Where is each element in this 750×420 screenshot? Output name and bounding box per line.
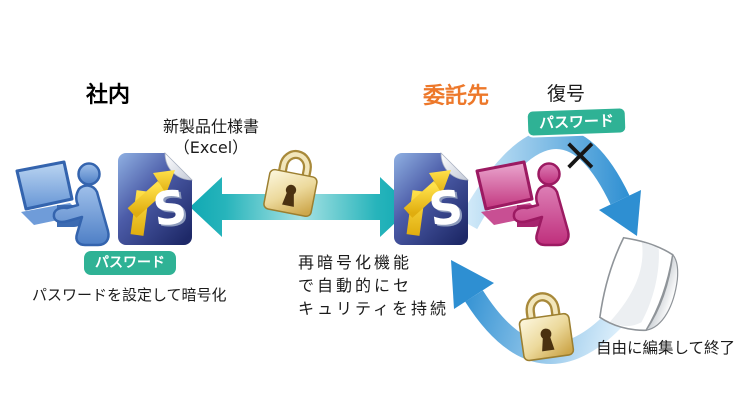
password-badge-left: パスワード: [84, 251, 176, 275]
file-label-line1: 新製品仕様書: [162, 117, 259, 136]
person-body: [52, 184, 110, 247]
folded-corner: [440, 152, 469, 181]
employee-at-laptop-icon: [15, 160, 110, 247]
laptop-screen: [475, 160, 534, 211]
person-head: [77, 162, 101, 186]
file-label: 新製品仕様書 （Excel）: [150, 116, 272, 158]
file-label-line2: （Excel）: [173, 138, 249, 157]
ts-encrypted-document-icon-left: S S: [118, 152, 193, 245]
right-heading: 委託先: [423, 84, 490, 109]
padlock-bottom-icon: [516, 293, 574, 361]
person-body: [512, 184, 570, 247]
curled-corner: [644, 253, 679, 332]
reencrypt-caption: 再暗号化機能 で自動的にセ キュリティを持続: [298, 251, 449, 320]
ts-encrypted-document-icon-right: S S: [394, 152, 469, 245]
decrypt-label: 復号: [547, 83, 586, 105]
edit-caption: 自由に編集して終了: [596, 339, 736, 357]
logo-letter: S: [150, 179, 190, 237]
reencrypt-caption-line2: で自動的にセ: [298, 276, 413, 295]
left-heading: 社内: [86, 83, 131, 108]
person-head: [537, 162, 561, 186]
logo-letter-shadow: S: [428, 181, 468, 239]
t-arrow: [153, 170, 175, 194]
laptop-screen: [15, 160, 74, 211]
t-arrow: [429, 170, 451, 194]
folded-corner: [164, 152, 193, 181]
x-mark: ×: [561, 127, 600, 181]
logo-letter: S: [426, 179, 466, 237]
logo-letter-shadow: S: [152, 181, 192, 239]
reencrypt-caption-line3: キュリティを持続: [298, 299, 450, 318]
plain-document-icon: [599, 236, 679, 332]
contractor-at-laptop-icon: [475, 160, 570, 247]
encrypt-caption: パスワードを設定して暗号化: [32, 286, 227, 304]
reencrypt-caption-line1: 再暗号化機能: [298, 253, 413, 272]
padlock-top-icon: [263, 150, 321, 217]
